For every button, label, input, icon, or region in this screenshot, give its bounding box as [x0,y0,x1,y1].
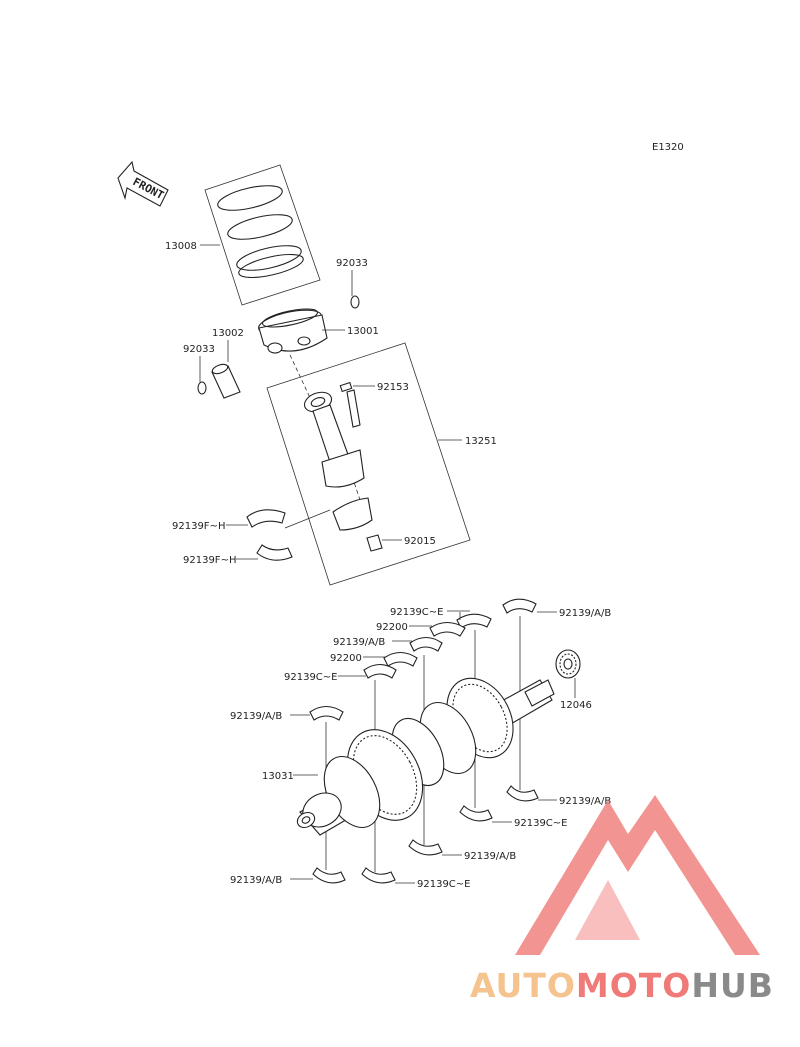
label-conrod-bearing-lower: 92139F~H [183,555,236,566]
circlip-upper [350,295,360,309]
label-thrust-2: 92200 [330,653,362,664]
crank-gear [555,649,581,679]
connecting-rod [303,391,365,488]
piston-ring-set [204,164,321,306]
label-conrod-bearing-upper: 92139F~H [172,521,225,532]
label-conrod-assy: 13251 [465,436,497,447]
label-piston: 13001 [347,326,379,337]
diagram-ref-code: E1320 [652,142,684,153]
label-crankshaft: 13031 [262,771,294,782]
conrod-bearing-upper [246,509,286,528]
circlip-lower [197,381,207,395]
watermark-auto: AUTO [470,966,576,1005]
label-main-top-3: 92139/A/B [230,711,282,722]
watermark-hub: HUB [691,966,774,1005]
conrod-nut [366,534,383,552]
watermark-logo [515,795,760,955]
label-gear: 12046 [560,700,592,711]
piston [258,308,328,354]
label-main-bot-5: 92139C~E [417,879,471,890]
label-main-bot-1: 92139/A/B [559,796,611,807]
main-bearings-upper [309,598,537,721]
conrod-bearing-lower [256,544,293,561]
piston-pin [211,363,241,399]
label-main-top-2: 92139/A/B [333,637,385,648]
label-circlip-upper: 92033 [336,258,368,269]
label-conrod-nut: 92015 [404,536,436,547]
front-arrow-icon: FRONT [117,160,169,207]
conrod-bolt [339,381,361,428]
crankshaft [296,677,555,836]
conrod-cap [332,497,373,531]
label-circlip-lower: 92033 [183,344,215,355]
main-bearings-lower [312,785,539,884]
label-ring-set: 13008 [165,241,197,252]
watermark-text: AUTOMOTOHUB [470,966,774,1005]
label-conrod-bolt: 92153 [377,382,409,393]
label-main-bot-2: 92139C~E [514,818,568,829]
label-thrust-1: 92200 [376,622,408,633]
label-main-bot-3: 92139/A/B [464,851,516,862]
label-piston-pin: 13002 [212,328,244,339]
watermark-moto: MOTO [576,966,691,1005]
label-main-top-4: 92139C~E [284,672,338,683]
label-main-top-1: 92139C~E [390,607,444,618]
label-main-bot-4: 92139/A/B [230,875,282,886]
label-main-top-5: 92139/A/B [559,608,611,619]
conrod-assembly-box [266,342,471,586]
